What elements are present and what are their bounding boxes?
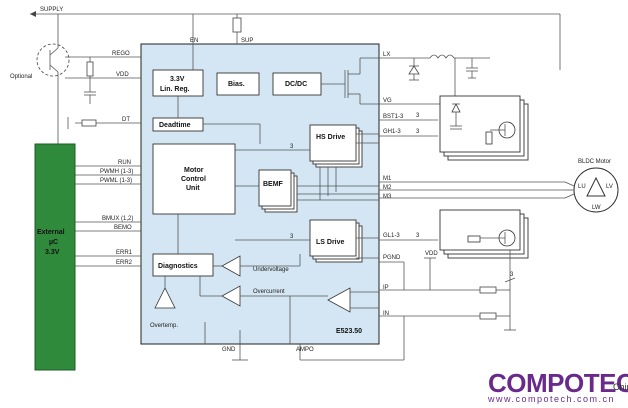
ls-drive-label: LS Drive: [316, 239, 345, 246]
current-amp: [327, 287, 351, 313]
pin-err1: ERR1: [116, 250, 133, 256]
pin-gnd: GND: [222, 347, 236, 353]
pin-vg: VG: [383, 98, 392, 104]
pin-ip: IP: [383, 285, 389, 291]
pin-vdd: VDD: [116, 72, 129, 78]
pin-m3: M3: [383, 194, 392, 200]
bus-3-gl: 3: [416, 233, 420, 239]
supply-rail: [30, 11, 561, 70]
chip-name: E523.50: [336, 328, 362, 335]
external-line3: 3.3V: [45, 249, 60, 256]
motor-lu: LU: [578, 184, 586, 190]
linreg-block: [152, 69, 204, 97]
pin-en: EN: [190, 38, 198, 44]
pin-rego: REGO: [112, 51, 130, 57]
pin-bemo: BEMO: [114, 225, 132, 231]
pin-pgnd: PGND: [383, 255, 401, 261]
pin-lx: LX: [383, 52, 390, 58]
supply-label: SUPPLY: [40, 7, 63, 13]
low-side-fet-stack: [439, 209, 529, 259]
shunt-resistors: [479, 250, 516, 331]
undervoltage-label: Undervoltage: [253, 267, 289, 273]
vdd-ext-label: VDD: [425, 251, 438, 257]
pin-bmux: BMUX (1,2): [102, 216, 133, 222]
motor-lw: LW: [592, 205, 601, 211]
pin-run: RUN: [118, 160, 131, 166]
logo-suffix: China: [613, 382, 628, 392]
mcu-line3: Unit: [186, 185, 200, 192]
linreg-line2: Lin. Reg.: [160, 86, 190, 93]
pin-gl: GL1-3: [383, 233, 400, 239]
dcdc-label: DC/DC: [285, 81, 307, 88]
bias-block: [216, 72, 260, 96]
pin-err2: ERR2: [116, 260, 133, 266]
hs-drive-stack: [309, 124, 363, 168]
bus-3-bst: 3: [416, 113, 420, 119]
pin-m2: M2: [383, 185, 392, 191]
bus-3-mcu-hs: 3: [290, 144, 294, 150]
right-bus-wiring: [379, 119, 565, 317]
deadtime-label: Deadtime: [159, 122, 191, 129]
pin-in: IN: [383, 311, 389, 317]
external-uc-block: [34, 143, 76, 371]
diagnostics-block: [152, 253, 214, 277]
left-pins: [65, 56, 141, 267]
diagnostics-label: Diagnostics: [158, 263, 198, 270]
bus-3-mcu-ls: 3: [290, 234, 294, 240]
external-line1: External: [37, 229, 65, 236]
overtemp-sensor: [154, 287, 176, 309]
hs-drive-label: HS Drive: [316, 134, 345, 141]
bemf-stack: [258, 169, 298, 213]
optional-transistor: [36, 43, 70, 77]
optional-label: Optional: [10, 74, 32, 80]
linreg-line1: 3.3V: [170, 76, 185, 83]
overtemp-label: Overtemp.: [150, 323, 178, 329]
ls-drive-stack: [309, 219, 363, 263]
pin-dt: DT: [122, 117, 130, 123]
bus-3-gh: 3: [416, 129, 420, 135]
pin-pwmh: PWMH (1-3): [100, 169, 133, 175]
pin-ampo: AMPO: [296, 347, 314, 353]
logo-url: www.compotech.com.cn: [488, 394, 616, 404]
pin-m1: M1: [383, 176, 392, 182]
overcurrent-label: Overcurrent: [253, 289, 285, 295]
internal-wiring: [164, 44, 379, 344]
pin-sup: SUP: [241, 38, 253, 44]
motor-lv: LV: [606, 184, 613, 190]
logo-text: COMPOTECH: [488, 368, 628, 398]
external-line2: µC: [49, 239, 58, 246]
mcu-line1: Motor: [184, 167, 204, 174]
pin-gh: GH1-3: [383, 129, 401, 135]
mcu-line2: Control: [181, 176, 206, 183]
high-side-fet-stack: [439, 95, 529, 161]
bus-3-shunt: 3: [510, 272, 514, 278]
motor-title: BLDC Motor: [578, 159, 611, 165]
motor-control-block: [152, 143, 236, 215]
pin-bst: BST1-3: [383, 114, 404, 120]
pin-pwml: PWML (1-3): [100, 178, 132, 184]
bemf-label: BEMF: [263, 181, 284, 188]
bias-label: Bias.: [228, 81, 245, 88]
